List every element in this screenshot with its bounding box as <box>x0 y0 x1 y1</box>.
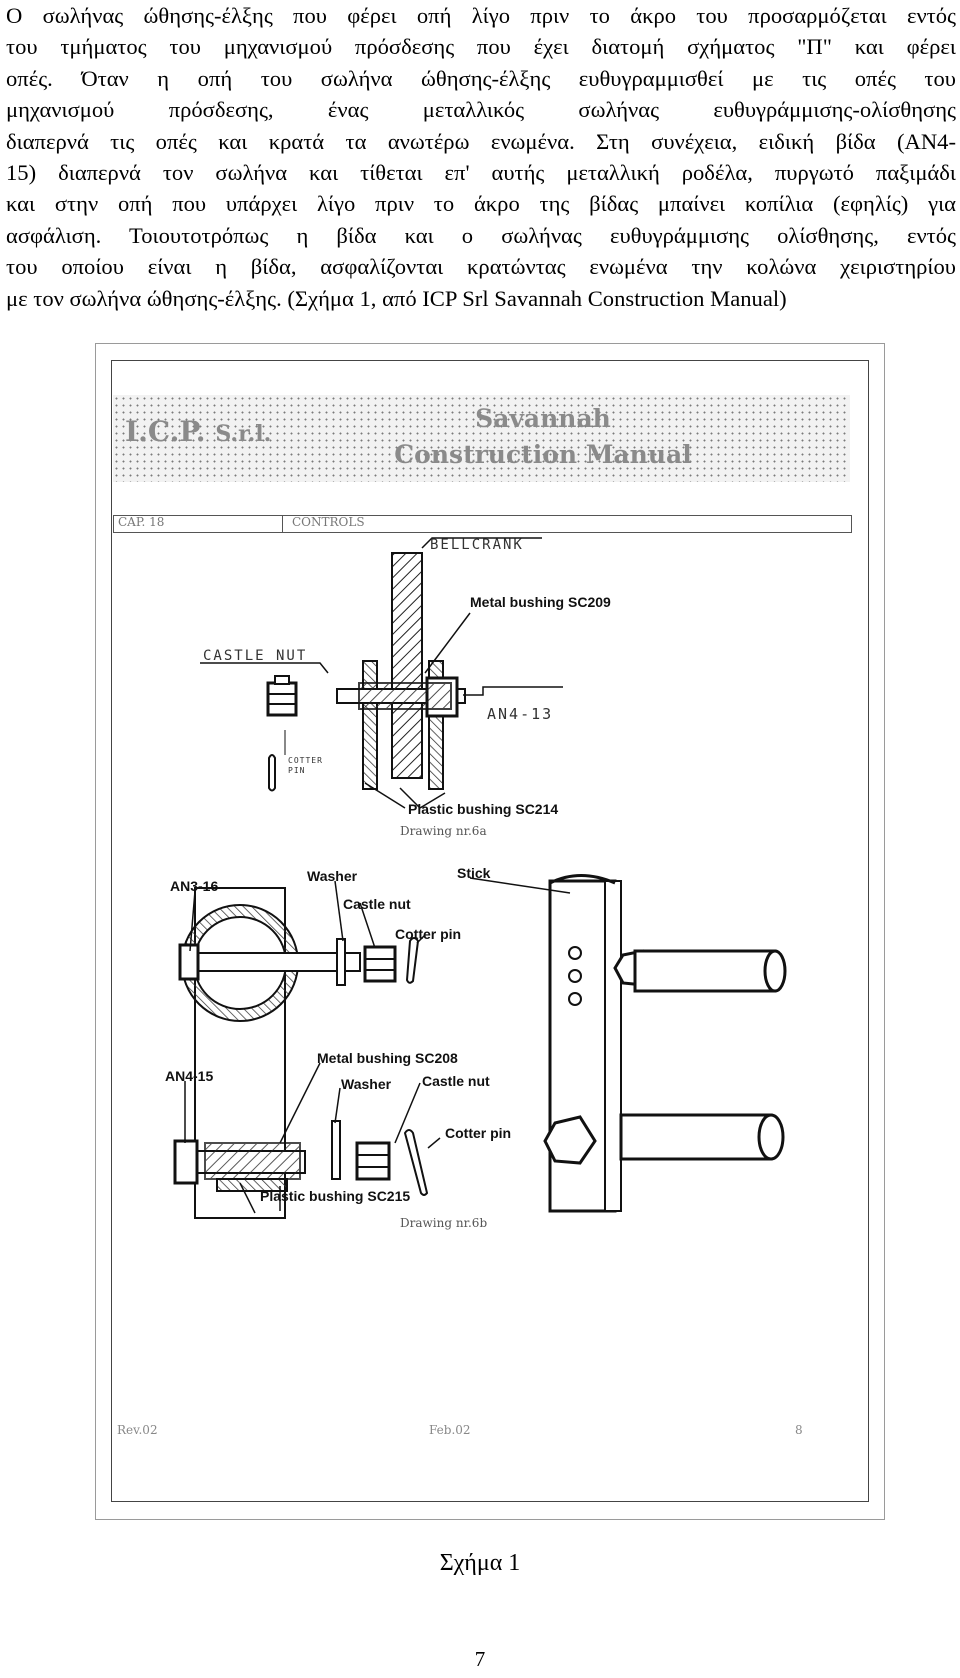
label-washer-bottom: Washer <box>341 1076 392 1092</box>
label-castle-nut-bottom: Castle nut <box>422 1073 490 1089</box>
paragraph-line: του οποίου είναι η βίδα, ασφαλίζονται κρ… <box>6 254 956 280</box>
page-number: 7 <box>474 1647 486 1671</box>
washer-top <box>336 938 346 986</box>
label-bellcrank: BELLCRANK <box>430 537 524 553</box>
label-drawing-6b: Drawing nr.6b <box>400 1216 487 1230</box>
drawing-6b: AN3-16 Washer Stick Castle nut Cotter pi… <box>165 865 787 1230</box>
label-an3-16: AN3-16 <box>170 878 218 894</box>
paragraph-line: οπές. Όταν η οπή του σωλήνα ώθησης-έλξης… <box>6 65 956 91</box>
cotter-pin-6b-top <box>405 937 420 984</box>
technical-drawing: BELLCRANK Metal bushing SC209 CASTLE NUT… <box>165 537 787 1230</box>
body-paragraph: Ο σωλήνας ώθησης-έλξης που φέρει οπή λίγ… <box>6 0 956 314</box>
chapter-title: CONTROLS <box>292 515 365 529</box>
label-an4-15: AN4-15 <box>165 1068 213 1084</box>
label-an4-13: AN4-13 <box>487 705 553 723</box>
paragraph-line: ασφάλιση. Τοιουτοτρόπως η βίδα και ο σωλ… <box>6 222 956 248</box>
paragraph-line: και στην οπή που υπάρχει λίγο πριν το άκ… <box>6 191 956 217</box>
chapter-label: CAP. 18 <box>118 515 165 529</box>
label-stick: Stick <box>457 865 491 881</box>
label-plastic-bushing-sc215: Plastic bushing SC215 <box>260 1188 410 1204</box>
label-metal-bushing-sc209: Metal bushing SC209 <box>470 594 611 610</box>
label-pin-6a: PIN <box>288 766 305 775</box>
label-cotter-pin-top: Cotter pin <box>395 926 461 942</box>
bolt-an3-16 <box>179 952 361 972</box>
paragraph-line: του τμήματος του μηχανισμού πρόσδεσης πο… <box>6 34 956 60</box>
logo-main: I.C.P. <box>125 415 206 448</box>
label-metal-bushing-sc208: Metal bushing SC208 <box>317 1050 458 1066</box>
label-castle-nut-6a: CASTLE NUT <box>203 648 307 664</box>
manual-title: Savannah Construction Manual <box>383 401 703 473</box>
manual-title-line1: Savannah <box>475 404 611 433</box>
bushing <box>358 682 452 710</box>
manual-title-line2: Construction Manual <box>394 440 692 469</box>
manual-footer-rev: Rev.02 <box>117 1423 158 1437</box>
label-cotter-pin-bottom: Cotter pin <box>445 1125 511 1141</box>
manual-page-frame <box>111 360 869 1502</box>
cotter-pin-6a <box>268 754 276 792</box>
paragraph-line: μηχανισμού πρόσδεσης, ένας μεταλλικός σω… <box>6 97 956 123</box>
castle-nut-6b-top <box>363 945 397 983</box>
figure-caption: Σχήμα 1 <box>439 1550 521 1576</box>
label-washer-top: Washer <box>307 868 358 884</box>
paragraph-line: 15) διαπερνά τον σωλήνα και τίθεται επ' … <box>6 160 956 186</box>
label-cotter-6a: COTTER <box>288 756 323 765</box>
drawing-6a: BELLCRANK Metal bushing SC209 CASTLE NUT… <box>200 537 611 838</box>
label-castle-nut-top: Castle nut <box>343 896 411 912</box>
label-drawing-6a: Drawing nr.6a <box>400 824 487 838</box>
cotter-pin-6b-bottom <box>403 1129 429 1196</box>
side-plate-left <box>362 660 378 790</box>
chapter-bar: CAP. 18 CONTROLS <box>113 515 852 533</box>
paragraph-line: Ο σωλήνας ώθησης-έλξης που φέρει οπή λίγ… <box>6 3 956 28</box>
manual-footer-date: Feb.02 <box>429 1423 471 1437</box>
castle-nut-6b-bottom <box>355 1141 391 1181</box>
manual-footer-page: 8 <box>795 1423 803 1437</box>
chapter-divider <box>282 516 283 532</box>
bellcrank-bar <box>391 552 423 779</box>
paragraph-line: διαπερνά τις οπές και κρατά τα ανωτέρω ε… <box>6 128 956 154</box>
label-plastic-bushing-sc214: Plastic bushing SC214 <box>408 801 558 817</box>
figure: I.C.P. S.r.l. Savannah Construction Manu… <box>95 343 885 1520</box>
washer-bottom <box>331 1120 341 1180</box>
stick-assembly <box>543 874 787 1213</box>
manual-logo: I.C.P. S.r.l. <box>125 415 271 448</box>
paragraph-line: με τον σωλήνα ώθησης-έλξης. (Σχήμα 1, απ… <box>6 285 787 311</box>
logo-sub: S.r.l. <box>215 421 272 447</box>
manual-header: I.C.P. S.r.l. Savannah Construction Manu… <box>113 395 850 482</box>
castle-nut-6a <box>266 675 298 717</box>
